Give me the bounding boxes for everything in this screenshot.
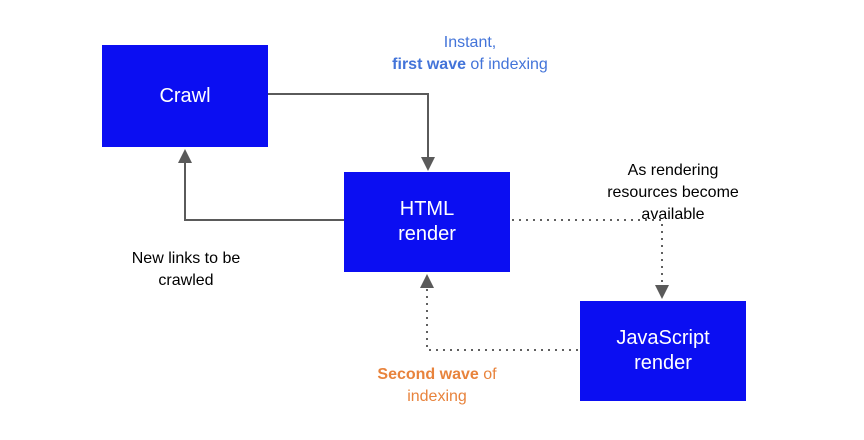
arrow-html-to-js [512, 219, 669, 299]
node-html-render-label: HTML render [398, 198, 456, 245]
label-second-wave-of-indexing: Second wave of indexing [377, 366, 497, 405]
arrow-crawl-to-html [268, 93, 435, 171]
label-new-links-to-be-crawled: New links to be crawled [131, 250, 241, 289]
node-crawl: Crawl [102, 45, 268, 147]
node-javascript-render-label: JavaScript render [616, 327, 710, 374]
arrow-html-to-crawl [178, 149, 344, 221]
node-crawl-label: Crawl [159, 84, 211, 107]
label-first-wave-of-indexing: Instant, first wave of indexing [392, 34, 548, 73]
node-javascript-render: JavaScript render [580, 301, 746, 401]
arrow-js-to-html [420, 274, 578, 351]
label-as-rendering-resources: As rendering resources become available [607, 162, 739, 223]
node-html-render: HTML render [344, 172, 510, 272]
